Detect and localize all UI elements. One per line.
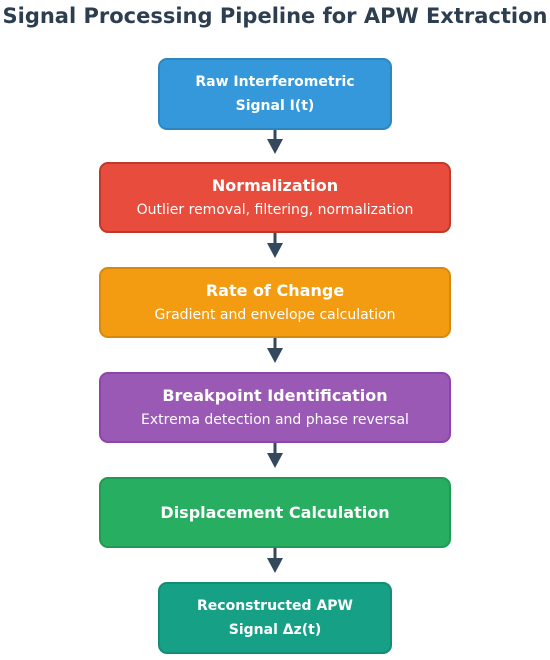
arrow-4 [267, 443, 283, 468]
arrow-1 [267, 129, 283, 154]
step-reconstructed-apw-name-line1: Reconstructed APW [197, 598, 353, 614]
step-raw-signal-name-line2: Signal I(t) [235, 98, 315, 114]
step-breakpoint-identification-name: Breakpoint Identification [162, 386, 388, 405]
arrow-5 [267, 548, 283, 573]
step-normalization: Normalization Outlier removal, filtering… [99, 162, 451, 233]
step-displacement-calculation: Displacement Calculation [99, 477, 451, 548]
step-rate-of-change: Rate of Change Gradient and envelope cal… [99, 267, 451, 338]
step-raw-signal: Raw Interferometric Signal I(t) [158, 58, 392, 130]
step-displacement-calculation-name: Displacement Calculation [160, 502, 390, 522]
step-reconstructed-apw-name-line2: Signal Δz(t) [228, 622, 322, 638]
step-reconstructed-apw: Reconstructed APW Signal Δz(t) [158, 582, 392, 654]
step-rate-of-change-name: Rate of Change [205, 281, 345, 300]
arrow-2 [267, 233, 283, 258]
step-raw-signal-name-line1: Raw Interferometric [195, 74, 355, 90]
step-breakpoint-identification-desc: Extrema detection and phase reversal [141, 412, 409, 428]
arrow-3 [267, 338, 283, 363]
step-normalization-name: Normalization [211, 176, 339, 195]
diagram-title: Signal Processing Pipeline for APW Extra… [2, 4, 548, 28]
step-rate-of-change-desc: Gradient and envelope calculation [154, 307, 396, 323]
step-breakpoint-identification: Breakpoint Identification Extrema detect… [99, 372, 451, 443]
step-normalization-desc: Outlier removal, filtering, normalizatio… [136, 202, 414, 218]
